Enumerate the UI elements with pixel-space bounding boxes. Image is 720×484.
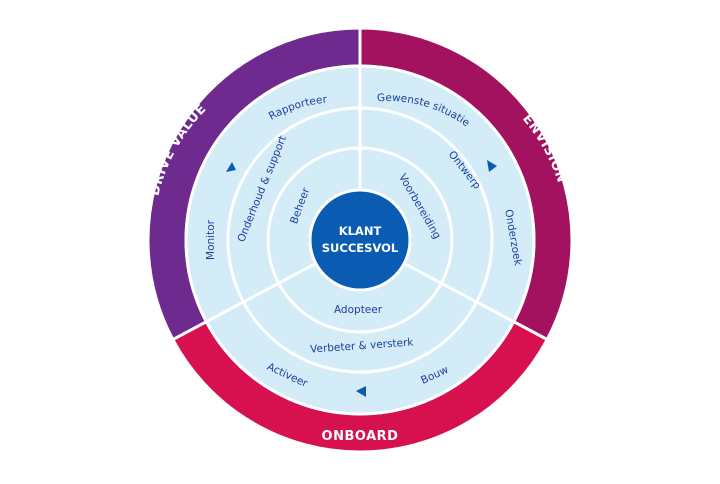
center-label-line1: KLANT — [339, 224, 382, 238]
center-label-line2: SUCCESVOL — [322, 241, 399, 255]
segment-divider — [403, 262, 515, 324]
phase-title-onboard: ONBOARD — [322, 429, 399, 444]
label-monitor: Monitor — [205, 219, 217, 260]
center-circle — [308, 188, 412, 292]
direction-arrow-icon — [356, 386, 366, 397]
direction-arrow-icon — [487, 160, 497, 172]
segment-divider — [205, 262, 317, 324]
label-adopteer: Adopteer — [334, 304, 383, 316]
direction-arrow-icon — [226, 162, 236, 172]
